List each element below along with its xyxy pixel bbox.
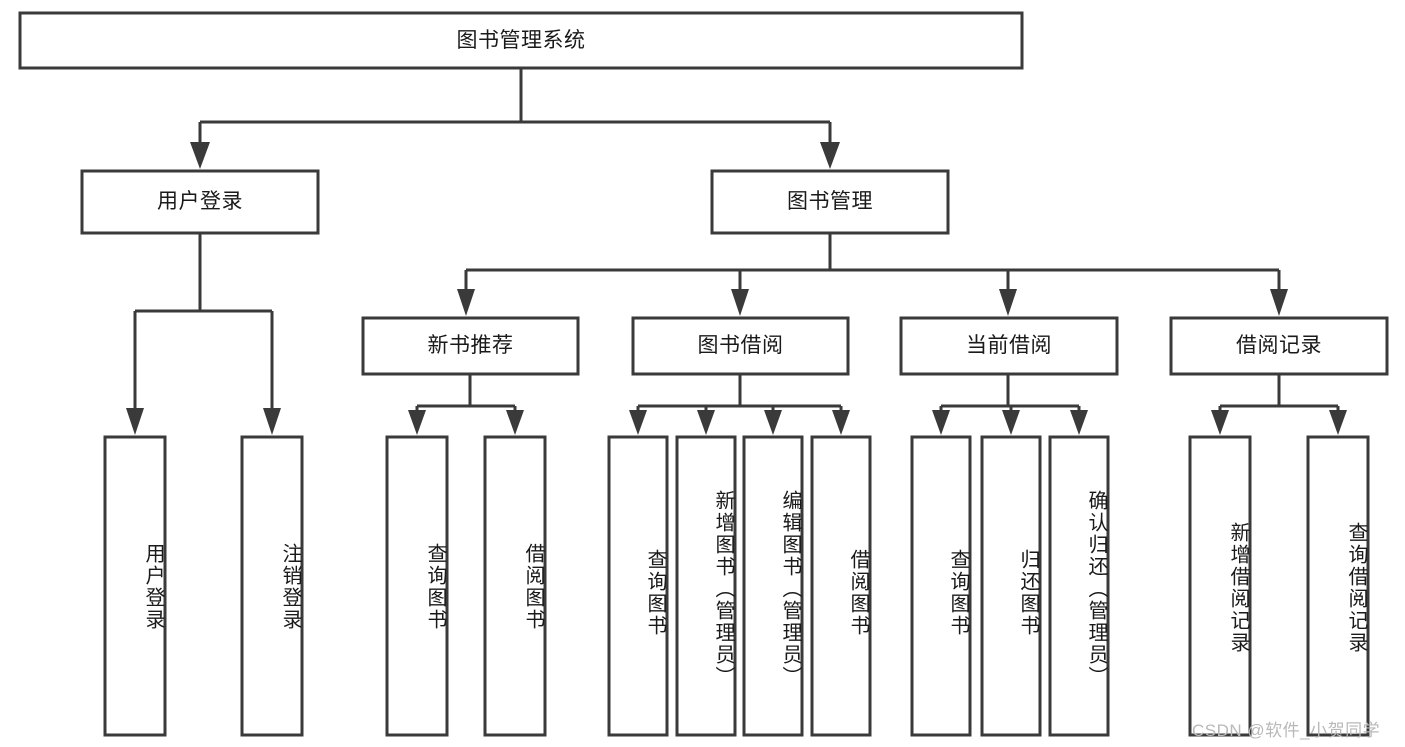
connector-group-borrow [629, 374, 850, 435]
node-box-leaf-user-login[interactable] [103, 435, 167, 737]
connector-group-records [1211, 374, 1347, 435]
arrow-head-current [999, 289, 1017, 316]
connector-group-book-mgmt [457, 233, 1288, 316]
arrow-head-records [1270, 289, 1288, 316]
arrow-head-nb-borrow [506, 410, 524, 435]
node-box-leaf-bw-borrow[interactable] [810, 435, 872, 737]
arrow-head-leaf-user-login [126, 408, 144, 435]
node-box-leaf-rc-add[interactable] [1188, 435, 1252, 737]
arrow-head-new-book [457, 289, 475, 316]
arrow-head-rc-add [1211, 410, 1229, 435]
node-box-records[interactable] [1169, 316, 1389, 376]
node-box-leaf-nb-borrow[interactable] [483, 435, 547, 737]
node-box-leaf-nb-query[interactable] [385, 435, 449, 737]
connector-group-user-login [126, 233, 281, 435]
node-box-current[interactable] [899, 316, 1119, 376]
arrow-head-bw-edit [764, 410, 782, 435]
node-box-leaf-bw-add[interactable] [675, 435, 737, 737]
arrow-head-cb-query [932, 410, 950, 435]
arrow-head-cb-return [1002, 410, 1020, 435]
connector-group-root [190, 68, 840, 169]
connector-group-new-book [408, 374, 524, 435]
arrow-head-bw-query [629, 410, 647, 435]
node-box-leaf-bw-edit[interactable] [742, 435, 804, 737]
node-box-leaf-cb-query[interactable] [910, 435, 972, 737]
arrow-head-book-mgmt [820, 142, 840, 169]
arrow-head-leaf-logout [263, 408, 281, 435]
arrow-head-bw-borrow [832, 410, 850, 435]
node-box-root[interactable] [18, 11, 1024, 70]
node-box-leaf-cb-return[interactable] [980, 435, 1042, 737]
node-box-leaf-bw-query[interactable] [607, 435, 669, 737]
node-box-leaf-cb-confirm[interactable] [1048, 435, 1110, 737]
arrow-head-bw-add [697, 410, 715, 435]
node-box-user-login[interactable] [80, 169, 320, 235]
arrow-head-nb-query [408, 410, 426, 435]
node-box-new-book[interactable] [361, 316, 580, 376]
node-box-book-mgmt[interactable] [710, 169, 950, 235]
node-box-leaf-logout[interactable] [240, 435, 304, 737]
connector-group-current [932, 374, 1088, 435]
node-box-leaf-rc-query[interactable] [1306, 435, 1370, 737]
node-box-borrow[interactable] [631, 316, 850, 376]
arrow-head-cb-confirm [1070, 410, 1088, 435]
arrow-head-rc-query [1329, 410, 1347, 435]
arrow-head-borrow [731, 289, 749, 316]
arrow-head-user-login [190, 142, 210, 169]
